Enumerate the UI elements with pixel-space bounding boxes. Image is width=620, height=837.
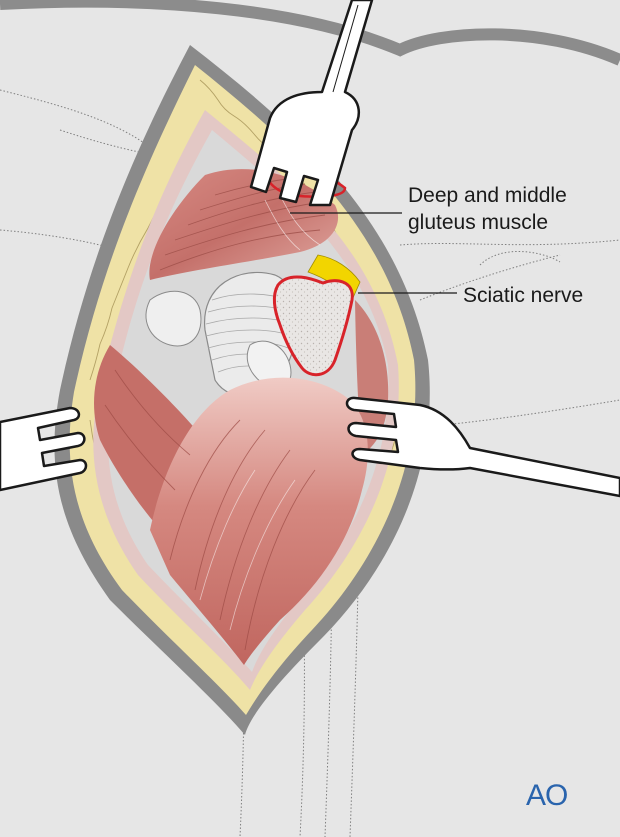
lower-muscle-mass: [94, 345, 368, 665]
retractor-top: [249, 0, 374, 207]
gluteus-label-line1: Deep and middle: [408, 184, 567, 207]
retractor-left: [0, 406, 88, 492]
sciatic-nerve-label: Sciatic nerve: [463, 284, 584, 307]
gluteus-label-line2: gluteus muscle: [408, 211, 549, 234]
ao-logo: AO: [526, 779, 568, 812]
gluteus-muscle-label: Deep and middle gluteus muscle: [408, 182, 567, 236]
lateral-muscle-strip: [355, 300, 389, 455]
retractor-right: [345, 396, 620, 498]
leader-lines: [290, 212, 457, 294]
femur-section: [272, 275, 354, 377]
